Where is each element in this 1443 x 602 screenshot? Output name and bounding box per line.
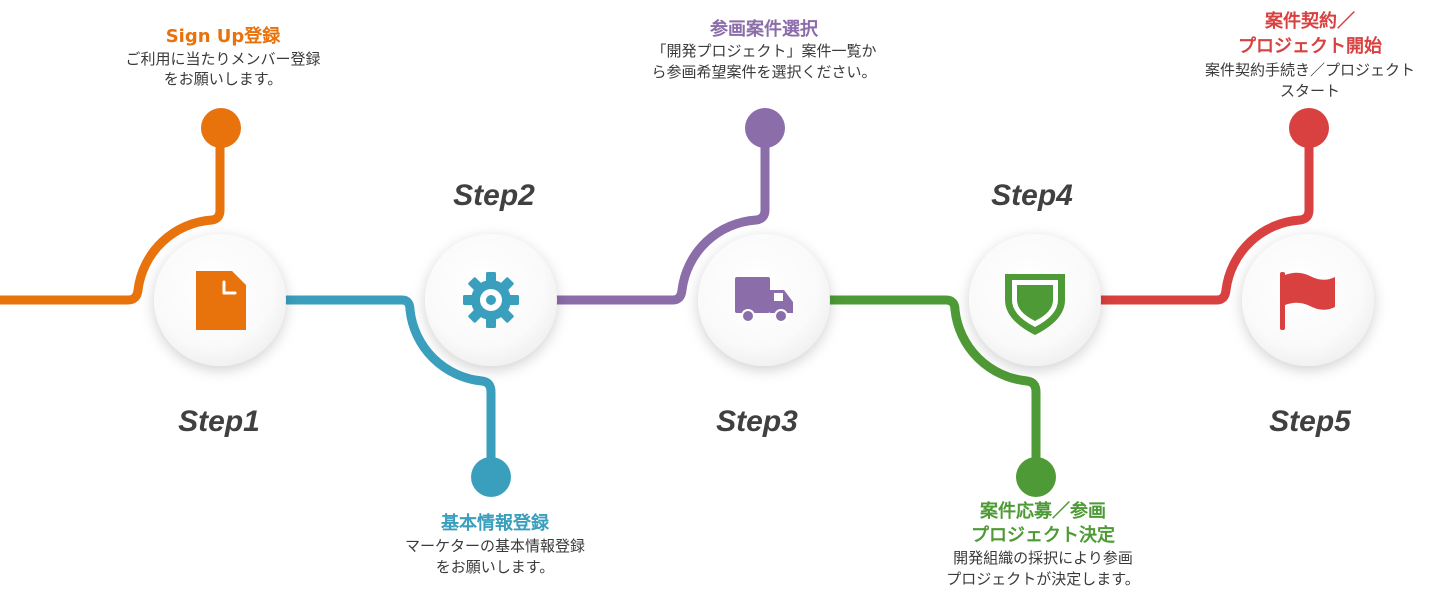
step3-description-line1: 「開発プロジェクト」案件一覧か <box>651 42 876 60</box>
shield-icon <box>1005 274 1065 335</box>
step3-connector <box>552 124 770 305</box>
step2-connector <box>282 295 496 481</box>
step4-label: Step4 <box>991 179 1073 212</box>
step5-description-line1: 案件契約手続き／プロジェクト <box>1205 61 1415 79</box>
step5-description-line2: スタート <box>1280 82 1340 100</box>
step2-text-block: 基本情報登録 マーケターの基本情報登録 をお願いします。 <box>405 512 585 576</box>
step3-label: Step3 <box>716 405 798 438</box>
step2-dot <box>471 457 511 497</box>
step5-title-line2: プロジェクト開始 <box>1238 35 1382 57</box>
connector-lines <box>0 124 1314 481</box>
step5-title-line1: 案件契約／ <box>1264 10 1355 32</box>
step4-dot <box>1016 457 1056 497</box>
step5-label: Step5 <box>1269 405 1352 438</box>
step2-label: Step2 <box>453 179 535 212</box>
truck-icon <box>735 277 793 323</box>
step4-description-line2: プロジェクトが決定します。 <box>946 570 1140 588</box>
step4-title-line2: プロジェクト決定 <box>971 524 1115 546</box>
document-icon <box>196 271 246 330</box>
gear-icon <box>463 272 519 328</box>
step1-text-block: Sign Up登録 ご利用に当たりメンバー登録 をお願いします。 <box>125 25 320 88</box>
step5-text-block: 案件契約／ プロジェクト開始 案件契約手続き／プロジェクト スタート <box>1205 10 1415 100</box>
step5-connector <box>1096 124 1314 305</box>
step-labels: Step1 Step2 Step3 Step4 Step5 <box>178 179 1352 438</box>
step1-label: Step1 <box>178 405 260 438</box>
step5-dot <box>1289 108 1329 148</box>
step1-description-line2: をお願いします。 <box>164 70 283 88</box>
step1-connector <box>0 124 225 305</box>
step4-text-block: 案件応募／参画 プロジェクト決定 開発組織の採択により参画 プロジェクトが決定し… <box>946 500 1140 588</box>
step4-description-line1: 開発組織の採択により参画 <box>953 549 1133 567</box>
terminal-dots <box>201 108 1329 497</box>
step2-description-line1: マーケターの基本情報登録 <box>405 537 585 555</box>
step3-dot <box>745 108 785 148</box>
step3-title: 参画案件選択 <box>710 18 819 40</box>
step1-title: Sign Up登録 <box>166 25 282 47</box>
step4-title-line1: 案件応募／参画 <box>979 500 1106 522</box>
step1-description-line1: ご利用に当たりメンバー登録 <box>125 50 320 68</box>
step2-title: 基本情報登録 <box>440 512 550 534</box>
flag-icon <box>1280 272 1335 330</box>
step2-description-line2: をお願いします。 <box>436 558 555 576</box>
step1-dot <box>201 108 241 148</box>
step3-description-line2: ら参画希望案件を選択ください。 <box>651 63 876 81</box>
step3-text-block: 参画案件選択 「開発プロジェクト」案件一覧か ら参画希望案件を選択ください。 <box>651 18 876 81</box>
step4-connector <box>825 295 1041 481</box>
